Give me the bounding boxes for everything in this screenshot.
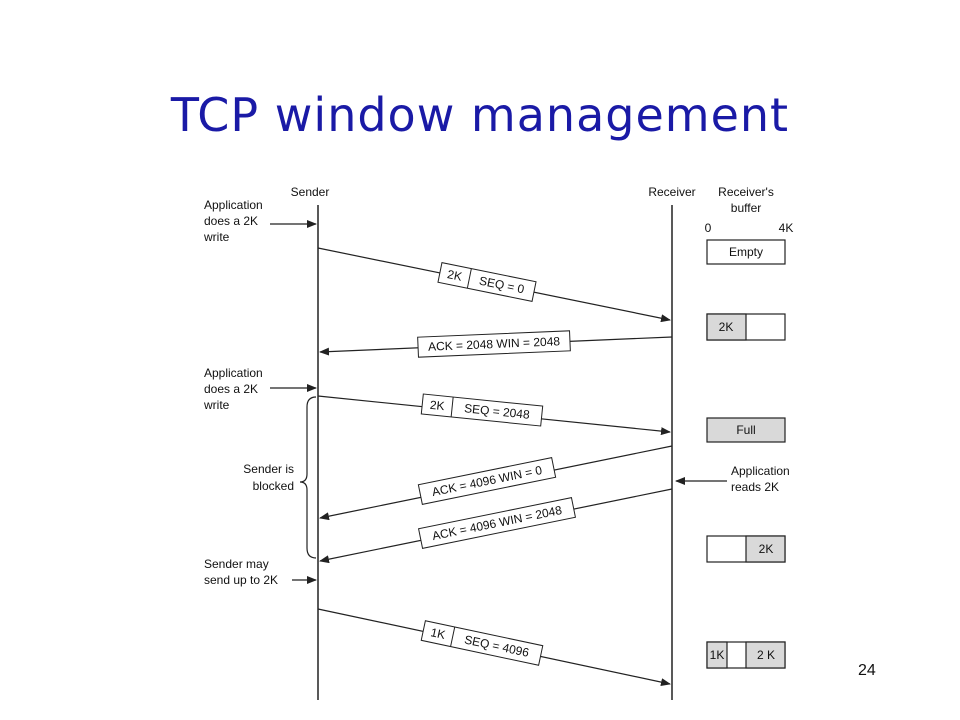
svg-text:Application: Application (204, 366, 263, 380)
buffer-state-half-freed: 2K (706, 535, 786, 563)
sender-blocked-bracket: Sender is blocked (243, 396, 317, 559)
svg-text:write: write (203, 230, 230, 244)
svg-text:Sender may: Sender may (204, 557, 269, 571)
buffer5-right-label: 2 K (757, 648, 775, 662)
buffer2-label: 2K (719, 320, 734, 334)
svg-text:does a 2K: does a 2K (204, 382, 258, 396)
buffer1-label: Empty (729, 245, 763, 259)
svg-text:send up to 2K: send up to 2K (204, 573, 278, 587)
svg-text:Application: Application (731, 464, 790, 478)
message-ack-4096-win-0: ACK = 4096 WIN = 0 (319, 445, 673, 521)
receiver-event-reads: Application reads 2K (675, 464, 790, 494)
buffer-header-line1: Receiver's (718, 185, 774, 199)
msg6-size: 1K (429, 625, 446, 642)
svg-text:does a 2K: does a 2K (204, 214, 258, 228)
blocked-label-line1: Sender is (243, 462, 294, 476)
blocked-label-line2: blocked (253, 479, 294, 493)
msg3-size: 2K (429, 398, 445, 413)
svg-text:reads 2K: reads 2K (731, 480, 779, 494)
sender-event-may-send: Sender may send up to 2K (204, 557, 317, 587)
buffer-scale-min: 0 (705, 221, 712, 235)
receiver-header: Receiver (648, 185, 695, 199)
buffer-state-empty: Empty (706, 239, 786, 265)
msg3-seq: SEQ = 2048 (464, 401, 531, 422)
buffer-header-line2: buffer (731, 201, 761, 215)
page-number: 24 (858, 662, 876, 679)
message-data-seq-0: 2K SEQ = 0 (317, 247, 671, 323)
sender-event-write-2: Application does a 2K write (203, 366, 317, 412)
message-ack-4096-win-2048: ACK = 4096 WIN = 2048 (319, 488, 673, 564)
buffer3-label: Full (736, 423, 755, 437)
buffer5-left-label: 1K (710, 648, 725, 662)
msg1-size: 2K (446, 267, 463, 284)
svg-text:write: write (203, 398, 230, 412)
buffer4-label: 2K (759, 542, 774, 556)
message-ack-2048-win-2048: ACK = 2048 WIN = 2048 (319, 330, 673, 358)
buffer-state-1k-2k: 1K 2 K (706, 641, 786, 669)
svg-text:Application: Application (204, 198, 263, 212)
message-data-seq-4096: 1K SEQ = 4096 (317, 608, 671, 687)
slide-title: TCP window management (170, 88, 790, 142)
sender-header: Sender (291, 185, 330, 199)
msg2-label: ACK = 2048 WIN = 2048 (428, 334, 561, 354)
sender-event-write-1: Application does a 2K write (203, 198, 317, 244)
buffer-scale-max: 4K (779, 221, 794, 235)
buffer-state-half-filled: 2K (706, 313, 786, 341)
message-data-seq-2048: 2K SEQ = 2048 (317, 393, 671, 436)
buffer-state-full: Full (706, 417, 786, 443)
